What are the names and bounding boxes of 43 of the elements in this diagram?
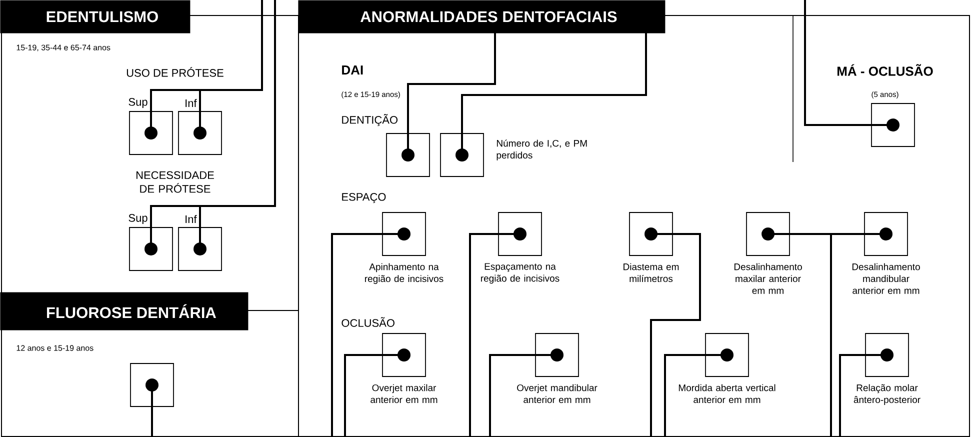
box-label: Inf [186, 215, 197, 223]
box-label: Sup [128, 214, 148, 224]
group-label: OCLUSÃO [342, 317, 394, 327]
item-caption: Desalinhamento mandibular anterior em mm [852, 263, 920, 294]
section-header: FLUOROSE DENTÁRIA [0, 292, 248, 330]
answer-box [871, 103, 915, 147]
connector-line [804, 0, 900, 132]
connector-line [830, 228, 892, 437]
group-label: ESPAÇO [342, 193, 386, 204]
answer-box [386, 133, 430, 177]
connector-line [194, 0, 276, 256]
connector-line [644, 228, 701, 437]
subsection-heading: MÁ - OCLUSÃO [838, 64, 933, 76]
answer-box [130, 363, 174, 407]
item-caption: Relação molar ântero-posterior [854, 384, 920, 405]
connector-line [489, 348, 564, 437]
item-caption: Número de I,C, e PM perdidos [496, 140, 587, 160]
connector-line [456, 33, 647, 162]
item-caption: Apinhamento na região de incisivos [365, 263, 444, 284]
group-label: DENTIÇÃO [342, 114, 398, 126]
item-caption: Espaçamento na região de incisivos [481, 263, 560, 284]
box-label: Sup [128, 98, 148, 108]
section-header: ANORMALIDADES DENTOFACIAIS [298, 0, 666, 34]
age-range-note: 12 anos e 15-19 anos [16, 345, 94, 351]
item-caption: Mordida aberta vertical anterior em mm [678, 384, 776, 404]
subsection-heading: DAI [342, 66, 363, 74]
group-label: USO DE PRÓTESE [126, 67, 224, 77]
connector-line [664, 348, 734, 437]
item-caption: Overjet maxilar anterior em mm [370, 384, 438, 404]
connector-line [469, 228, 526, 437]
section-header: EDENTULISMO [0, 0, 190, 34]
group-label: NECESSIDADE DE PRÓTESE [136, 171, 214, 193]
item-caption: Desalinhamento maxilar anterior em mm [734, 263, 802, 294]
connector-line [402, 33, 496, 162]
age-range-note: 15-19, 35-44 e 65-74 anos [16, 44, 110, 52]
item-caption: Diastema em milímetros [624, 263, 679, 282]
connector-line [331, 228, 410, 437]
connector-line [194, 0, 263, 140]
connector-line [146, 378, 158, 437]
item-caption: Overjet mandibular anterior em mm [517, 384, 598, 404]
connector-line [839, 348, 894, 437]
connector-line [344, 348, 410, 437]
box-label: Inf [186, 99, 197, 107]
